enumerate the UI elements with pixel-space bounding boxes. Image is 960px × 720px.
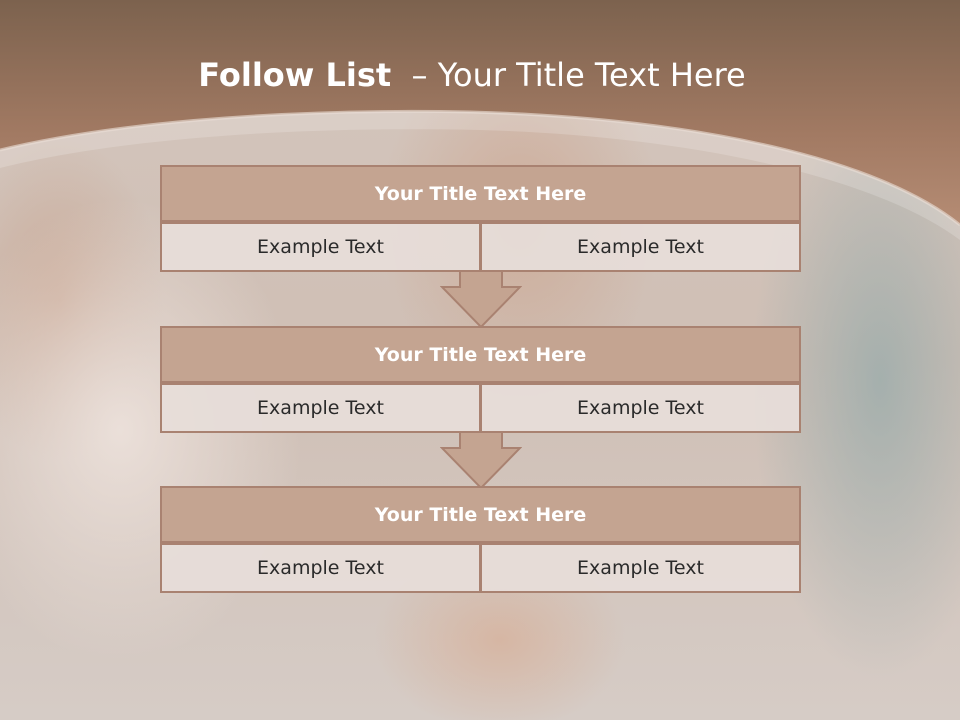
- down-arrow-icon: [440, 271, 522, 329]
- row-cell-right: Example Text: [480, 222, 801, 272]
- row-cell-right: Example Text: [480, 543, 801, 593]
- row-cell-left: Example Text: [160, 383, 481, 433]
- page-title: Follow List – Your Title Text Here: [0, 52, 944, 98]
- row-cell-right: Example Text: [480, 383, 801, 433]
- row-cell-left: Example Text: [160, 543, 481, 593]
- row-title: Your Title Text Here: [160, 326, 801, 383]
- header-band: [0, 0, 960, 240]
- title-bold: Follow List: [198, 56, 392, 94]
- row-title: Your Title Text Here: [160, 486, 801, 543]
- row-cell-left: Example Text: [160, 222, 481, 272]
- down-arrow-icon: [440, 432, 522, 490]
- title-rest: – Your Title Text Here: [411, 56, 746, 94]
- row-title: Your Title Text Here: [160, 165, 801, 222]
